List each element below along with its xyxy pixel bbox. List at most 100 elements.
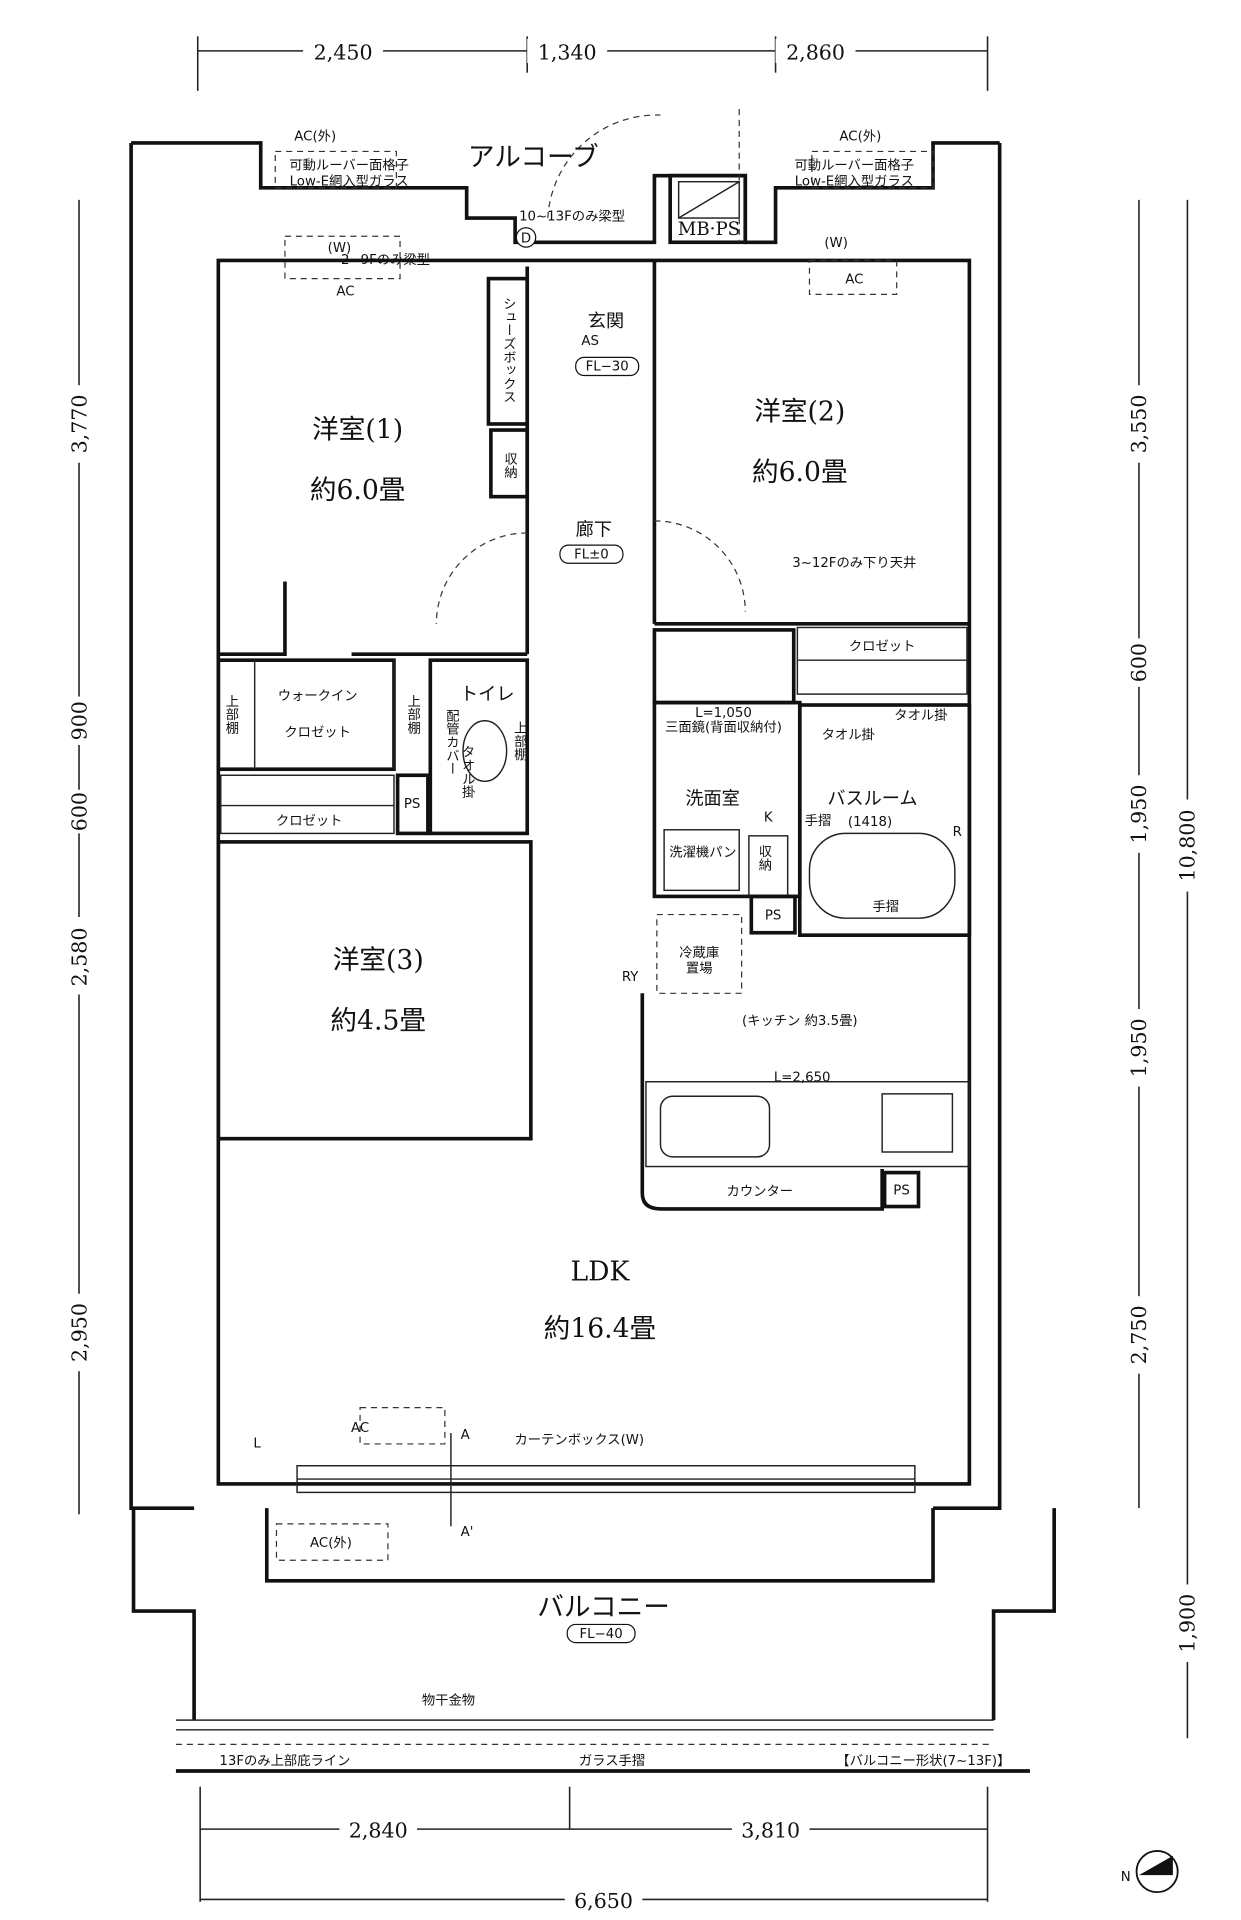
toilet-label: トイレ [460, 684, 514, 705]
closet-label: クロゼット [849, 638, 916, 654]
alcove-label: アルコーブ [468, 142, 599, 173]
louver-label: 可動ルーバー面格子 [794, 158, 914, 174]
upper-shelf-label: 上部棚 [223, 694, 239, 735]
entrance-label: 玄関 [588, 311, 624, 332]
dim-right-5: 2,750 [1127, 1305, 1151, 1364]
ceiling-note: 3~12Fのみ下り天井 [792, 555, 916, 571]
dim-right-total: 10,800 [1176, 810, 1200, 882]
room3-size: 約4.5畳 [330, 1006, 426, 1037]
counter-label: カウンター [727, 1184, 794, 1200]
ac-label: AC [351, 1421, 369, 1436]
walkin-label: ウォークイン [278, 688, 358, 704]
section-mark: A' [461, 1525, 474, 1540]
svg-text:N: N [1121, 1870, 1131, 1885]
walls [129, 109, 1056, 1773]
walkin-label: クロゼット [284, 725, 351, 741]
entrance-floor-level: FL−30 [586, 360, 629, 375]
dim-bottom-1: 2,840 [349, 1819, 408, 1843]
dim-top-1: 2,450 [314, 40, 373, 64]
glass-rail-label: ガラス手摺 [579, 1753, 645, 1769]
washroom-label: 洗面室 [685, 788, 739, 809]
ac-label: AC [845, 272, 863, 287]
upper-shelf-label: 上部棚 [511, 720, 527, 761]
room3-label: 洋室(3) [333, 945, 424, 976]
k-mark: K [764, 810, 774, 825]
balcony-label: バルコニー [537, 1592, 670, 1623]
mbps-label: MB·PS [678, 219, 740, 240]
as-mark: AS [581, 334, 599, 349]
bottom-dimensions: 2,840 3,810 6,650 [199, 1786, 989, 1913]
dim-top-2: 1,340 [538, 40, 597, 64]
towel-label: タオル掛 [822, 727, 875, 743]
bathroom-label: バスルーム [827, 788, 917, 809]
room1-label: 洋室(1) [312, 415, 403, 446]
kitchen-label: (キッチン 約3.5畳) [742, 1013, 858, 1029]
ps-label: PS [765, 908, 781, 923]
ldk-size: 約16.4畳 [544, 1313, 657, 1344]
dim-left-3: 600 [67, 792, 91, 831]
left-dimensions: 3,770 900 600 2,580 2,950 [66, 199, 91, 1515]
ps-label: PS [404, 797, 420, 812]
north-compass-icon: N [1121, 1850, 1179, 1894]
dim-right-4: 1,950 [1127, 1018, 1151, 1077]
room1-size: 約6.0畳 [310, 475, 406, 506]
handrail-label: 手摺 [805, 813, 832, 829]
glass-label: Low-E網入型ガラス [290, 173, 409, 189]
ac-outdoor-label: AC(外) [839, 129, 881, 145]
shoebox-label: シューズボックス [500, 297, 515, 404]
dim-left-4: 2,580 [67, 928, 91, 987]
dim-top-3: 2,860 [786, 40, 845, 64]
fridge-label: 冷蔵庫 [679, 945, 719, 961]
louver-label: 可動ルーバー面格子 [289, 158, 409, 174]
drying-hardware-label: 物干金物 [422, 1692, 475, 1708]
top-dimensions: 2,450 1,340 2,860 [196, 36, 989, 91]
closet-label: クロゼット [276, 813, 343, 829]
kitchen-length: L=2,650 [774, 1071, 831, 1086]
right-dimensions: 3,550 600 1,950 1,950 2,750 10,800 1,900 [1126, 199, 1200, 1739]
dim-right-3: 1,950 [1127, 785, 1151, 844]
room2-label: 洋室(2) [754, 396, 845, 427]
ac-outdoor-label: AC(外) [310, 1535, 352, 1551]
w-label: (W) [328, 241, 352, 256]
handrail-label: 手摺 [872, 899, 899, 915]
eaves-note: 13Fのみ上部庇ライン [219, 1753, 350, 1769]
beam-note: 10~13Fのみ梁型 [519, 208, 625, 224]
ry-mark: RY [622, 970, 639, 985]
room2-size: 約6.0畳 [752, 457, 848, 488]
upper-shelf-label: 上部棚 [405, 694, 421, 735]
storage-label: 収納 [502, 452, 518, 480]
pipe-cover-label: 配管カバー [443, 709, 459, 776]
hallway-label: 廊下 [576, 519, 612, 540]
towel-label: タオル掛 [894, 708, 947, 724]
mirror-length: L=1,050 [695, 706, 752, 721]
r-mark: R [953, 825, 962, 840]
dim-left-1: 3,770 [67, 395, 91, 454]
dim-bottom-total: 6,650 [574, 1889, 633, 1913]
dim-bottom-2: 3,810 [741, 1819, 800, 1843]
dim-left-2: 900 [67, 701, 91, 740]
ac-label: AC [336, 285, 354, 300]
section-mark: A [461, 1428, 470, 1443]
fridge-label: 置場 [686, 961, 713, 977]
towel-label: タオル掛 [459, 745, 475, 799]
storage-label: 収納 [756, 844, 772, 872]
dim-right-balcony: 1,900 [1176, 1594, 1200, 1653]
d-mark: D [521, 231, 531, 246]
ps-label: PS [893, 1183, 909, 1198]
curtain-box-label: カーテンボックス(W) [514, 1432, 644, 1448]
room-labels: アルコーブ 可動ルーバー面格子 Low-E網入型ガラス 可動ルーバー面格子 Lo… [219, 129, 1010, 1769]
l-mark: L [253, 1437, 261, 1452]
dim-left-5: 2,950 [67, 1303, 91, 1362]
mirror-label: 三面鏡(背面収納付) [665, 720, 782, 736]
glass-label: Low-E網入型ガラス [795, 173, 914, 189]
w-label: (W) [824, 236, 848, 251]
bath-size: (1418) [848, 815, 892, 830]
balcony-shape-note: 【バルコニー形状(7~13F)】 [836, 1753, 1010, 1769]
dim-right-1: 3,550 [1127, 395, 1151, 454]
dim-right-2: 600 [1127, 643, 1151, 682]
hallway-floor-level: FL±0 [574, 547, 609, 562]
ac-outdoor-label: AC(外) [294, 129, 336, 145]
beam-note: 2~9Fのみ梁型 [341, 252, 430, 268]
washer-pan-label: 洗濯機パン [669, 844, 736, 860]
